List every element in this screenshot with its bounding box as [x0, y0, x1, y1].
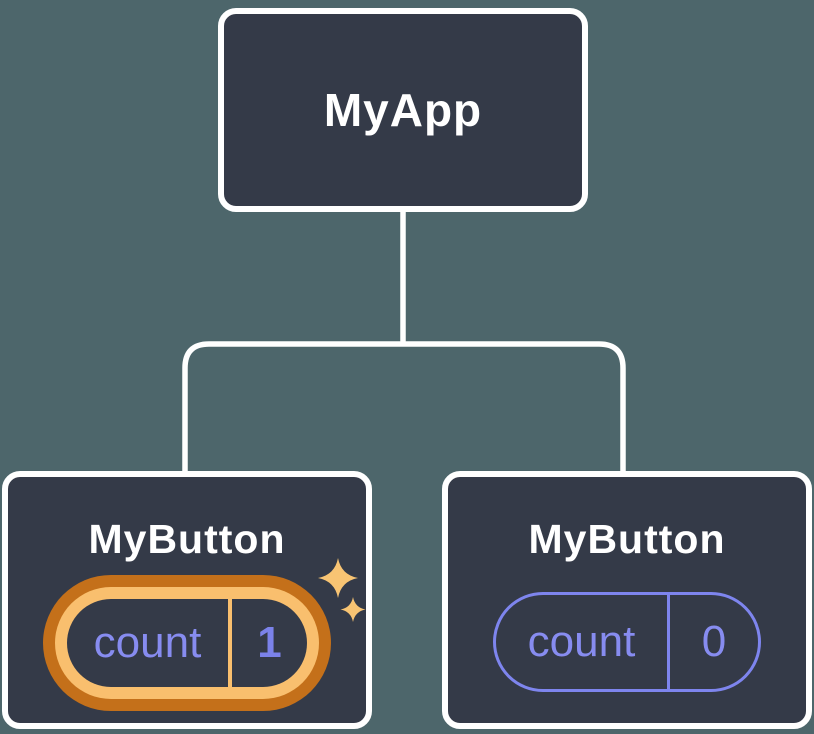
pill-divider: [667, 595, 670, 689]
state-pill: count 0: [493, 592, 761, 692]
state-key-label: count: [93, 618, 202, 667]
state-pill-ring: count 1: [55, 587, 319, 699]
component-label: MyButton: [88, 516, 286, 562]
component-node-mybutton-right: MyButton count 0: [442, 471, 812, 729]
component-node-myapp: MyApp: [218, 8, 588, 212]
state-pill-highlighted: count 1: [43, 575, 331, 711]
component-label: MyButton: [528, 516, 726, 562]
state-pill-body: count 1: [67, 599, 307, 687]
state-value: 0: [701, 617, 727, 666]
state-value: 1: [257, 618, 282, 667]
component-node-mybutton-left: MyButton count 1: [2, 471, 372, 729]
state-key-label: count: [527, 617, 636, 666]
pill-divider: [228, 599, 232, 687]
component-label: MyApp: [323, 84, 483, 136]
sparkles-icon: [318, 558, 366, 622]
